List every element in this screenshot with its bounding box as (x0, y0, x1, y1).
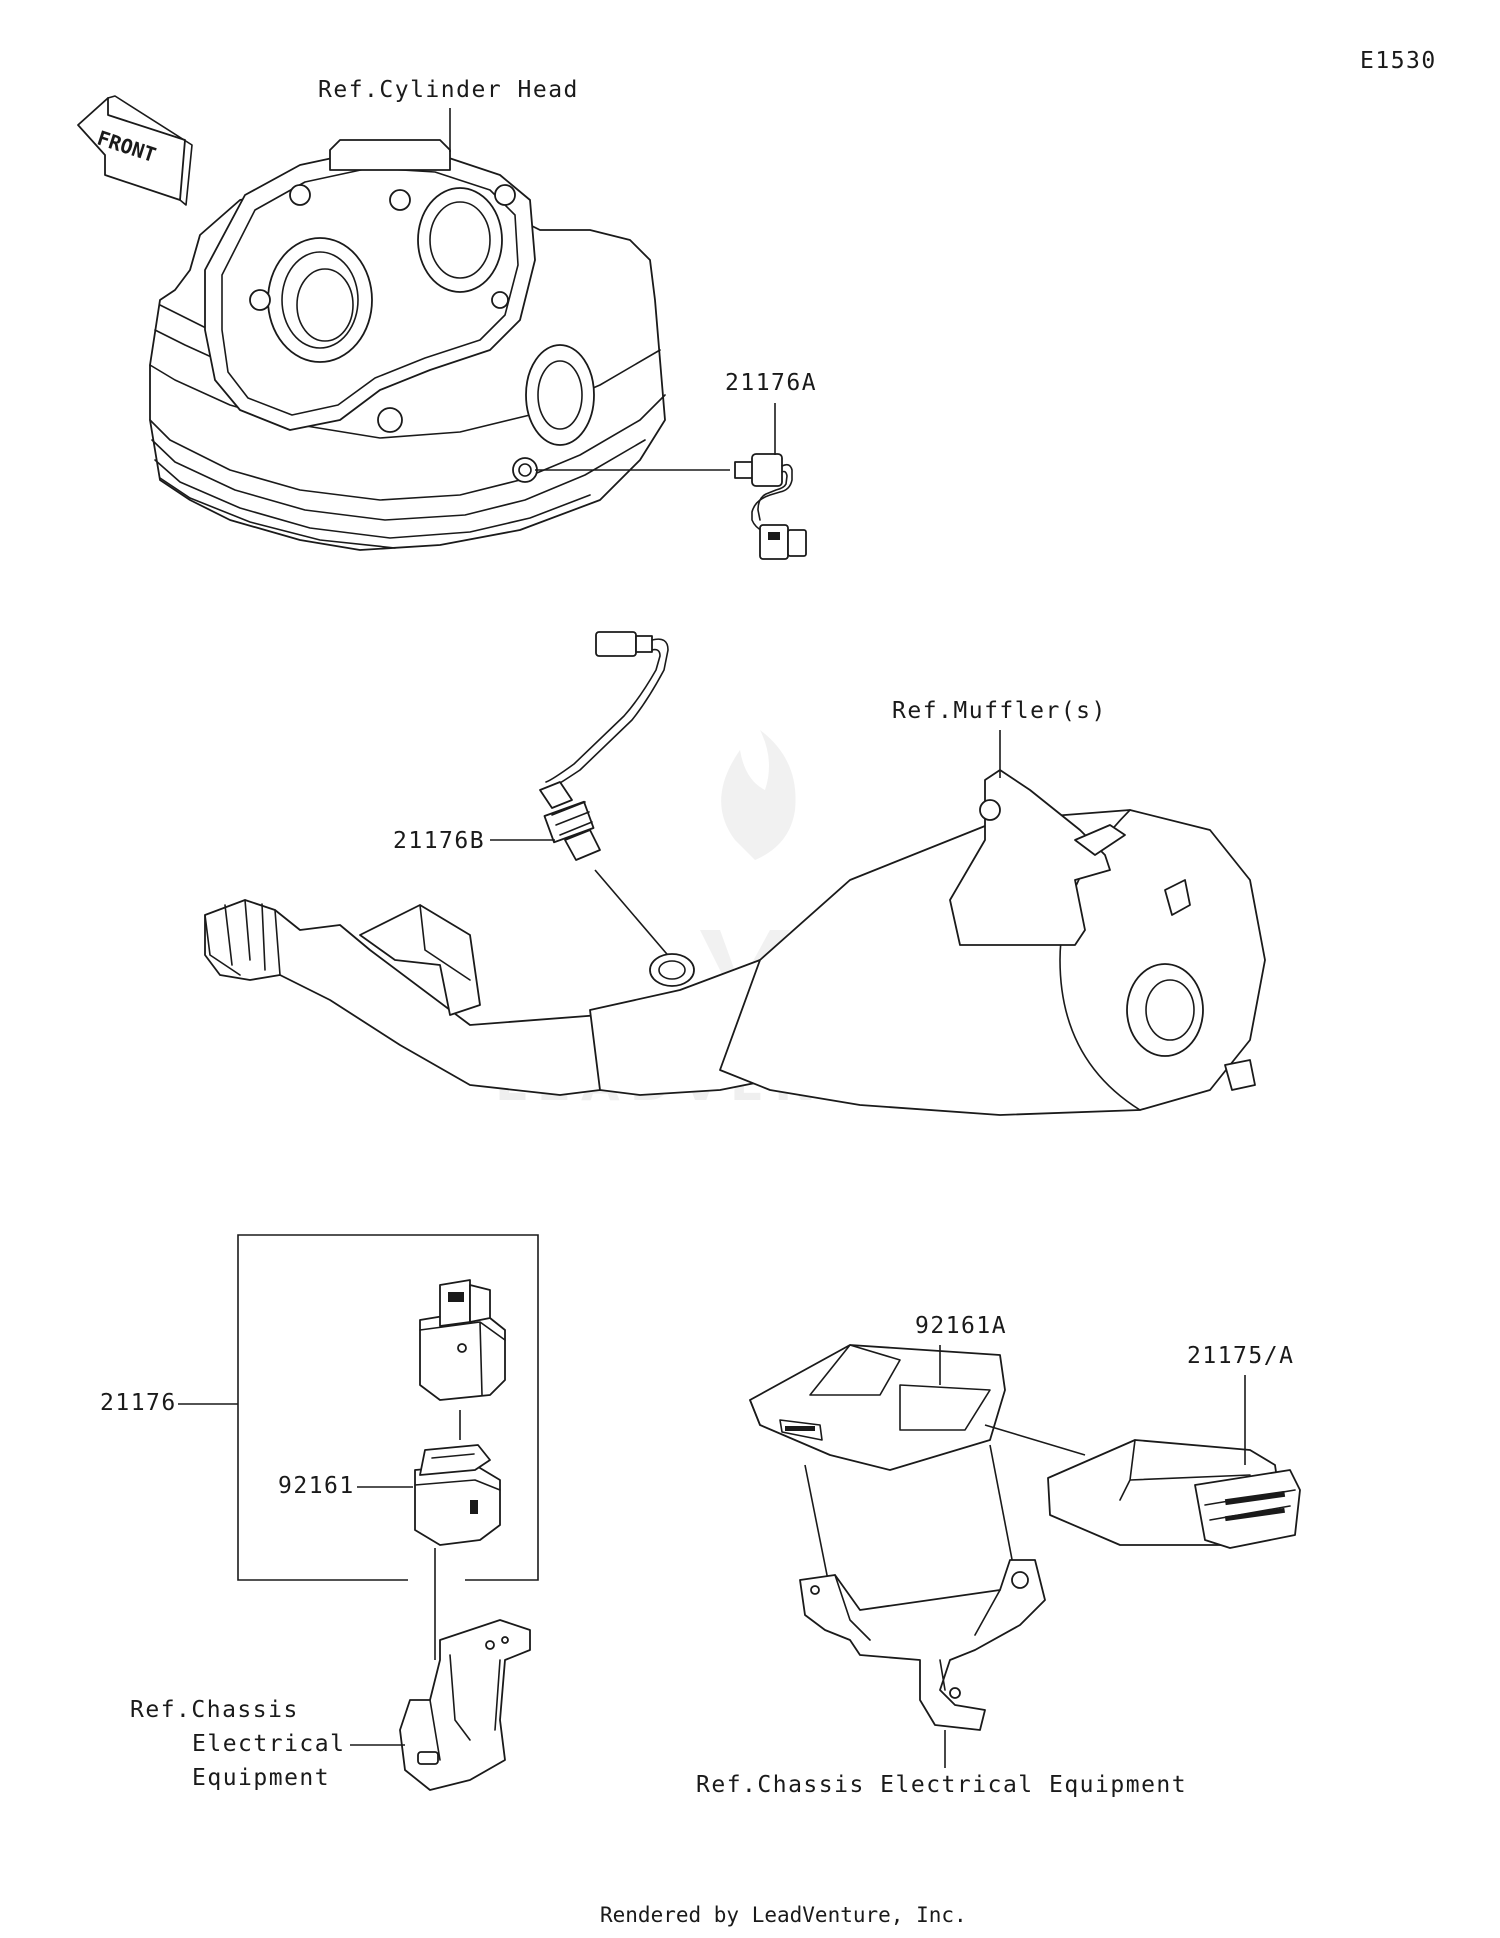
sensor-21176A-illustration (734, 453, 807, 560)
label-92161: 92161 (278, 1473, 355, 1499)
group-bracket-21176 (237, 1234, 539, 1581)
ecu-21175A-illustration (1047, 1439, 1301, 1549)
diagram-id: E1530 (1360, 48, 1437, 74)
bracket-right-illustration (799, 1559, 1046, 1731)
label-21176A: 21176A (725, 370, 817, 396)
label-ref-chassis-left-1: Ref.Chassis (130, 1697, 299, 1723)
cylinder-head-illustration (149, 139, 666, 551)
label-92161A: 92161A (915, 1313, 1007, 1339)
ecu-holder-92161A-illustration (749, 1344, 1006, 1471)
muffler-illustration (204, 769, 1266, 1116)
sensor-21176B-illustration (539, 631, 669, 861)
connector-21176-illustration (419, 1279, 506, 1401)
label-ref-cylinder-head: Ref.Cylinder Head (318, 77, 579, 103)
grommet-92161-illustration (414, 1444, 501, 1546)
footer-credit: Rendered by LeadVenture, Inc. (600, 1903, 967, 1927)
leader-holder-to-ecu (984, 1424, 1086, 1456)
label-ref-chassis-left-2: Electrical (192, 1731, 345, 1757)
leader-holder-to-bracket-left (804, 1464, 831, 1591)
label-ref-chassis-right: Ref.Chassis Electrical Equipment (696, 1772, 1187, 1798)
leader-21176B-to-pipe (594, 869, 673, 961)
label-ref-mufflers: Ref.Muffler(s) (892, 698, 1107, 724)
label-ref-chassis-left-3: Equipment (192, 1765, 330, 1791)
label-21176: 21176 (100, 1390, 177, 1416)
bracket-left-illustration (399, 1619, 531, 1791)
label-21176B: 21176B (393, 828, 485, 854)
label-21175A: 21175/A (1187, 1343, 1294, 1369)
leader-holder-to-bracket-right (989, 1444, 1016, 1576)
front-arrow-icon: FRONT (77, 95, 193, 206)
